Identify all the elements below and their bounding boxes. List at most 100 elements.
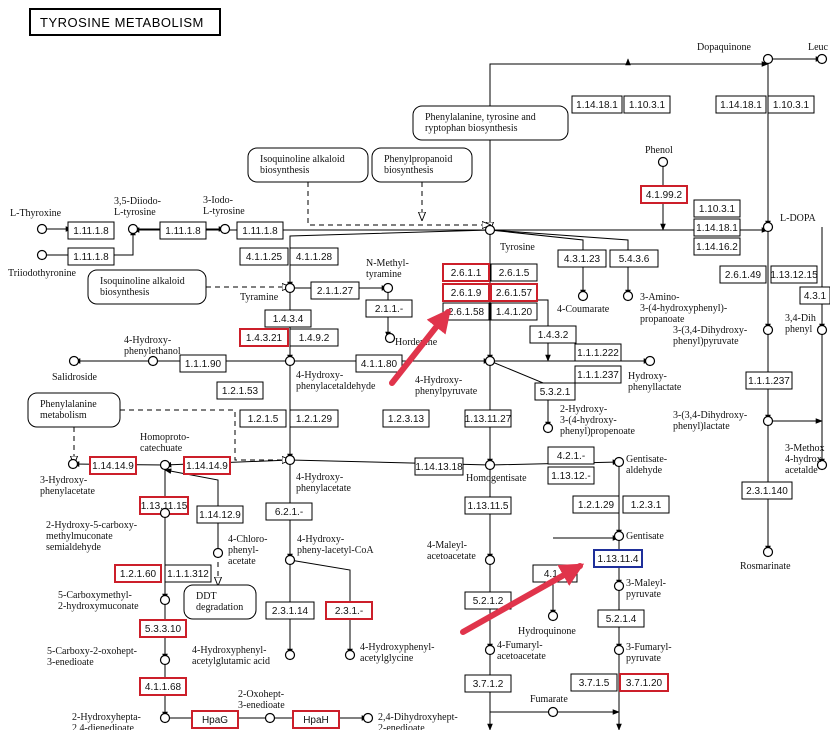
compound-node[interactable] [159,594,171,606]
compound-node[interactable] [762,53,774,65]
compound-node[interactable] [577,290,589,302]
enzyme-box[interactable]: 1.14.16.2 [693,237,741,256]
enzyme-box[interactable]: 4.2.1.- [547,446,595,465]
enzyme-box[interactable]: 1.13.11.4 [593,549,643,568]
enzyme-box[interactable]: 1.4.3.21 [239,328,289,347]
compound-node[interactable] [613,456,625,468]
compound-node[interactable] [284,282,296,294]
compound-node[interactable] [284,554,296,566]
enzyme-box[interactable]: 4.1.1.68 [139,677,187,696]
enzyme-box[interactable]: 1.2.1.53 [216,381,264,400]
enzyme-box[interactable]: 1.10.3.1 [693,199,741,218]
enzyme-box[interactable]: 4.1.1.25 [239,247,289,266]
compound-node[interactable] [264,712,276,724]
enzyme-box[interactable]: 2.6.1.9 [442,283,490,302]
compound-node[interactable] [284,454,296,466]
enzyme-box[interactable]: 1.14.14.9 [183,456,231,475]
enzyme-box[interactable]: 3.7.1.2 [464,674,512,693]
enzyme-box[interactable]: 1.4.1.20 [490,302,538,321]
compound-node[interactable] [212,547,224,559]
compound-node[interactable] [362,712,374,724]
enzyme-box[interactable]: 1.4.3.4 [264,309,312,328]
compound-node[interactable] [613,530,625,542]
compound-node[interactable] [816,324,828,336]
enzyme-box[interactable]: 1.13.11.5 [464,496,512,515]
compound-node[interactable] [68,355,80,367]
compound-node[interactable] [762,221,774,233]
enzyme-box[interactable]: 1.1.1.237 [745,371,793,390]
compound-node[interactable] [384,332,396,344]
compound-node[interactable] [613,644,625,656]
enzyme-box[interactable]: 1.2.1.29 [572,495,620,514]
enzyme-box[interactable]: 1.14.12.9 [196,505,244,524]
compound-node[interactable] [67,458,79,470]
enzyme-box[interactable]: 3.7.1.5 [570,673,618,692]
compound-node[interactable] [159,712,171,724]
enzyme-box[interactable]: 2.1.1.27 [310,281,360,300]
enzyme-box[interactable]: 1.1.1.312 [164,564,212,583]
compound-node[interactable] [219,223,231,235]
compound-node[interactable] [484,224,496,236]
compound-node[interactable] [547,706,559,718]
enzyme-box[interactable]: 1.13.11.27 [464,409,512,428]
enzyme-box[interactable]: 1.14.14.9 [89,456,137,475]
compound-node[interactable] [159,459,171,471]
enzyme-box[interactable]: 1.2.1.5 [239,409,287,428]
compound-node[interactable] [484,355,496,367]
compound-node[interactable] [542,422,554,434]
enzyme-box[interactable]: 2.3.1.- [325,601,373,620]
compound-node[interactable] [484,644,496,656]
enzyme-box[interactable]: 1.11.1.8 [159,221,207,240]
enzyme-box[interactable]: 1.13.12.15 [770,265,818,284]
enzyme-box[interactable]: 5.3.3.10 [139,619,187,638]
enzyme-box[interactable]: 1.2.1.60 [114,564,162,583]
enzyme-box[interactable]: 1.2.3.13 [382,409,430,428]
enzyme-box[interactable]: 2.3.1.14 [265,601,315,620]
enzyme-box[interactable]: 5.2.1.4 [597,609,645,628]
compound-node[interactable] [613,580,625,592]
enzyme-box[interactable]: 1.10.3.1 [623,95,671,114]
compound-node[interactable] [36,249,48,261]
enzyme-box[interactable]: 2.1.1.- [365,299,413,318]
compound-node[interactable] [657,156,669,168]
enzyme-box[interactable]: 1.14.18.1 [693,218,741,237]
compound-node[interactable] [816,53,828,65]
enzyme-box[interactable]: 2.6.1.57 [490,283,538,302]
compound-node[interactable] [762,415,774,427]
enzyme-box[interactable]: 1.13.11.15 [139,496,189,515]
enzyme-box[interactable]: 1.11.1.8 [67,221,115,240]
enzyme-box[interactable]: 1.13.12.- [547,466,595,485]
enzyme-box[interactable]: 4.1.1.80 [355,354,403,373]
compound-node[interactable] [484,554,496,566]
compound-node[interactable] [344,649,356,661]
enzyme-box[interactable]: 2.6.1.49 [719,265,767,284]
enzyme-box[interactable]: 1.2.3.1 [622,495,670,514]
enzyme-box[interactable]: 1.1.1.90 [179,354,227,373]
enzyme-box[interactable]: HpaH [292,710,340,729]
compound-node[interactable] [762,324,774,336]
enzyme-box[interactable]: HpaG [191,710,239,729]
enzyme-box[interactable]: 3.7.1.20 [619,673,669,692]
enzyme-box[interactable]: 1.1.1.237 [574,365,622,384]
enzyme-box[interactable]: 4.1.1.28 [289,247,339,266]
compound-node[interactable] [159,507,171,519]
compound-node[interactable] [284,355,296,367]
enzyme-box[interactable]: 1.11.1.8 [67,247,115,266]
enzyme-box[interactable]: 4.3.1 [799,286,830,305]
compound-node[interactable] [147,355,159,367]
compound-node[interactable] [762,546,774,558]
compound-node[interactable] [36,223,48,235]
enzyme-box[interactable]: 1.14.18.1 [715,95,767,114]
enzyme-box[interactable]: 4.1.99.2 [640,185,688,204]
compound-node[interactable] [382,282,394,294]
enzyme-box[interactable]: 1.2.1.29 [289,409,339,428]
enzyme-box[interactable]: 2.6.1.1 [442,263,490,282]
enzyme-box[interactable]: 1.14.13.18 [414,457,464,476]
enzyme-box[interactable]: 1.4.3.2 [529,325,577,344]
